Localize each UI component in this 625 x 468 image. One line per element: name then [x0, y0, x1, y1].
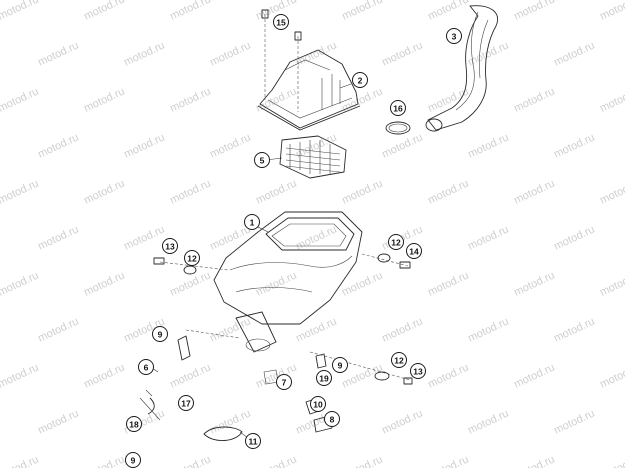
- callout-circle: [352, 72, 368, 88]
- airbox-cover-part-2: [257, 49, 361, 131]
- callout-13: 13: [410, 363, 426, 379]
- callout-number: 12: [187, 254, 197, 264]
- callout-9: 9: [152, 326, 168, 342]
- bolts-part-15: [261, 9, 302, 112]
- airbox-part-1: [213, 211, 363, 353]
- callout-number: 13: [165, 242, 175, 252]
- callout-number: 19: [319, 374, 329, 384]
- callout-3: 3: [446, 28, 462, 44]
- callout-circle: [276, 374, 292, 390]
- callout-circle: [332, 357, 348, 373]
- callout-circle: [410, 363, 426, 379]
- callout-circle: [152, 326, 168, 342]
- callout-number: 9: [158, 330, 163, 340]
- callout-number: 12: [391, 238, 401, 248]
- callout-11: 11: [245, 433, 261, 449]
- callout-14: 14: [406, 243, 422, 259]
- callout-circle: [184, 250, 200, 266]
- callout-circle: [390, 100, 406, 116]
- callout-number: 16: [393, 104, 403, 114]
- callout-circle: [273, 14, 289, 30]
- callout-number: 3: [452, 32, 457, 42]
- callout-number: 7: [282, 378, 287, 388]
- callout-18: 18: [126, 416, 142, 432]
- callout-number: 15: [276, 18, 286, 28]
- callout-number: 2: [358, 76, 363, 86]
- callout-circle: [138, 359, 154, 375]
- callout-list: 15 3 2 16 5 1 13 12 12 14 9 6 9 12 13 7 19 17 10 8 18 11 9: [125, 14, 462, 468]
- callout-number: 5: [260, 156, 265, 166]
- callout-12: 12: [388, 234, 404, 250]
- callout-15: 15: [273, 14, 289, 30]
- callout-circle: [406, 243, 422, 259]
- hose-clamp-part-16: [385, 121, 411, 135]
- callout-10: 10: [310, 396, 326, 412]
- callout-circle: [391, 352, 407, 368]
- air-filter-part-5: [279, 135, 347, 179]
- callout-7: 7: [276, 374, 292, 390]
- callout-number: 18: [129, 420, 139, 430]
- callout-5: 5: [254, 152, 270, 168]
- callout-12: 12: [184, 250, 200, 266]
- callout-number: 9: [131, 456, 136, 466]
- callout-12: 12: [391, 352, 407, 368]
- callout-circle: [254, 152, 270, 168]
- callout-number: 8: [330, 415, 335, 425]
- callout-6: 6: [138, 359, 154, 375]
- breather-hose-part-17-18: [139, 389, 161, 421]
- callout-number: 11: [249, 437, 258, 447]
- callout-number: 1: [250, 218, 255, 228]
- small-hoses: [177, 329, 327, 385]
- callout-circle: [244, 214, 260, 230]
- callout-16: 16: [390, 100, 406, 116]
- callout-number: 10: [313, 400, 323, 410]
- callout-circle: [245, 433, 261, 449]
- callout-circle: [178, 395, 194, 411]
- callout-2: 2: [352, 72, 368, 88]
- callout-1: 1: [244, 214, 260, 230]
- callout-number: 6: [144, 363, 149, 373]
- callout-circle: [324, 411, 340, 427]
- callout-circle: [446, 28, 462, 44]
- intake-snorkel-part-3: [425, 5, 498, 132]
- callout-17: 17: [178, 395, 194, 411]
- callout-8: 8: [324, 411, 340, 427]
- callout-circle: [162, 238, 178, 254]
- callout-13: 13: [162, 238, 178, 254]
- grommets-and-screws: [153, 253, 413, 385]
- callout-circle: [126, 416, 142, 432]
- callout-number: 14: [409, 247, 419, 257]
- callout-number: 13: [413, 367, 423, 377]
- callout-number: 9: [338, 361, 343, 371]
- callout-19: 19: [316, 370, 332, 386]
- callout-9: 9: [332, 357, 348, 373]
- callout-circle: [310, 396, 326, 412]
- callout-number: 17: [181, 399, 191, 409]
- callout-circle: [316, 370, 332, 386]
- callout-circle: [388, 234, 404, 250]
- callout-9: 9: [125, 452, 141, 468]
- callout-number: 12: [394, 356, 404, 366]
